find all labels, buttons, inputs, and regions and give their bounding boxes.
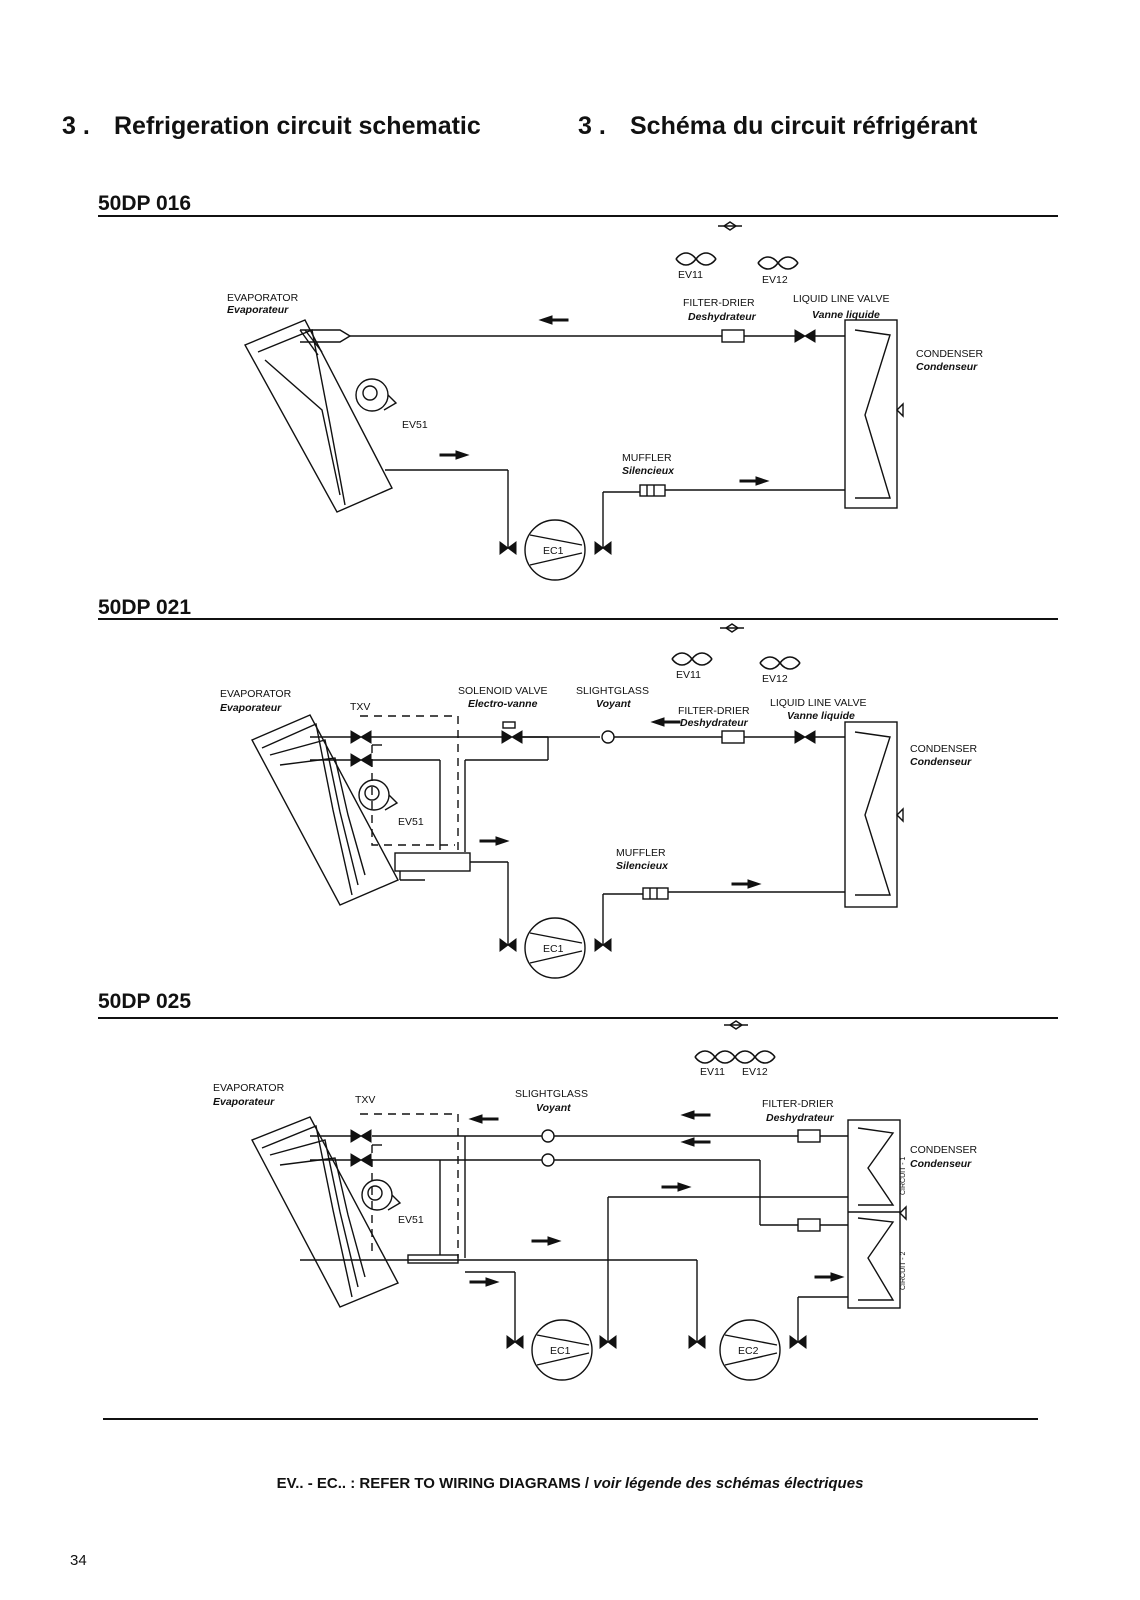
section-number-fr: 3 . [578,112,606,140]
diagram-50dp021: EV11 EV12 EVAPORATOR Evaporateur TXV SOL… [220,623,978,979]
ec1-label: EC1 [550,1345,571,1357]
filter-label: FILTER-DRIER [762,1098,834,1110]
txv-label: TXV [355,1094,375,1106]
section-rule [98,618,1058,620]
circuit1-label: CIRCUIT - 1 [900,1157,907,1195]
title-en: 3 . Refrigeration circuit schematic [62,112,481,141]
condenser-fr-label: Condenseur [916,361,978,373]
ev11-label: EV11 [678,269,703,281]
page-number: 34 [70,1552,87,1569]
filter-label: FILTER-DRIER [678,705,750,717]
footer-text: EV.. - EC.. : REFER TO WIRING DIAGRAMS / [276,1475,594,1492]
footer-rule [103,1418,1038,1420]
model-50dp021: 50DP 021 [98,596,192,619]
footer-note: EV.. - EC.. : REFER TO WIRING DIAGRAMS /… [0,1475,1140,1492]
txv-label: TXV [350,701,370,713]
solenoid-label: SOLENOID VALVE [458,685,547,697]
title-fr: 3 . Schéma du circuit réfrigérant [578,112,977,141]
ev51-label: EV51 [402,419,428,431]
sightglass-fr-label: Voyant [596,698,631,710]
ec1-label: EC1 [543,545,564,557]
ev12-label: EV12 [742,1066,768,1078]
footer-text-fr: voir légende des schémas électriques [593,1475,864,1492]
evaporator-fr-label: Evaporateur [213,1096,275,1108]
ev12-label: EV12 [762,274,788,286]
muffler-fr-label: Silencieux [622,465,675,477]
evaporator-label: EVAPORATOR [227,292,299,304]
ec2-label: EC2 [738,1345,759,1357]
ev51-label: EV51 [398,816,424,828]
condenser-fr-label: Condenseur [910,1158,972,1170]
llv-label: LIQUID LINE VALVE [770,697,866,709]
evaporator-fr-label: Evaporateur [227,304,289,316]
model-50dp016: 50DP 016 [98,192,192,215]
solenoid-fr-label: Electro-vanne [468,698,538,710]
section-rule [98,1017,1058,1019]
condenser-label: CONDENSER [910,743,978,755]
muffler-label: MUFFLER [622,452,672,464]
filter-label: FILTER-DRIER [683,297,755,309]
title-fr-text: Schéma du circuit réfrigérant [630,112,978,140]
llv-fr-label: Vanne liquide [812,309,880,321]
diagram-50dp016: EV11 EV12 EVAPORATOR Evaporateur FILTER-… [227,221,984,581]
circuit2-label: CIRCUIT - 2 [900,1252,907,1290]
section-rule [98,215,1058,217]
condenser-fr-label: Condenseur [910,756,972,768]
title-en-text: Refrigeration circuit schematic [114,112,481,140]
evaporator-label: EVAPORATOR [220,688,292,700]
sightglass-label: SLIGHTGLASS [576,685,649,697]
ev51-label: EV51 [398,1214,424,1226]
section-number: 3 . [62,112,90,140]
filter-fr-label: Deshydrateur [766,1112,835,1124]
muffler-fr-label: Silencieux [616,860,669,872]
filter-fr-label: Deshydrateur [680,717,749,729]
model-50dp025: 50DP 025 [98,990,192,1013]
diagram-50dp025: EV11 EV12 EVAPORATOR Evaporateur TXV SLI… [213,1020,978,1381]
muffler-label: MUFFLER [616,847,666,859]
sightglass-fr-label: Voyant [536,1102,571,1114]
ev11-label: EV11 [700,1066,725,1078]
filter-fr-label: Deshydrateur [688,311,757,323]
evaporator-fr-label: Evaporateur [220,702,282,714]
ec1-label: EC1 [543,943,564,955]
ev12-label: EV12 [762,673,788,685]
condenser-label: CONDENSER [916,348,984,360]
sightglass-label: SLIGHTGLASS [515,1088,588,1100]
llv-label: LIQUID LINE VALVE [793,293,889,305]
llv-fr-label: Vanne liquide [787,710,855,722]
condenser-label: CONDENSER [910,1144,978,1156]
evaporator-label: EVAPORATOR [213,1082,285,1094]
ev11-label: EV11 [676,669,701,681]
